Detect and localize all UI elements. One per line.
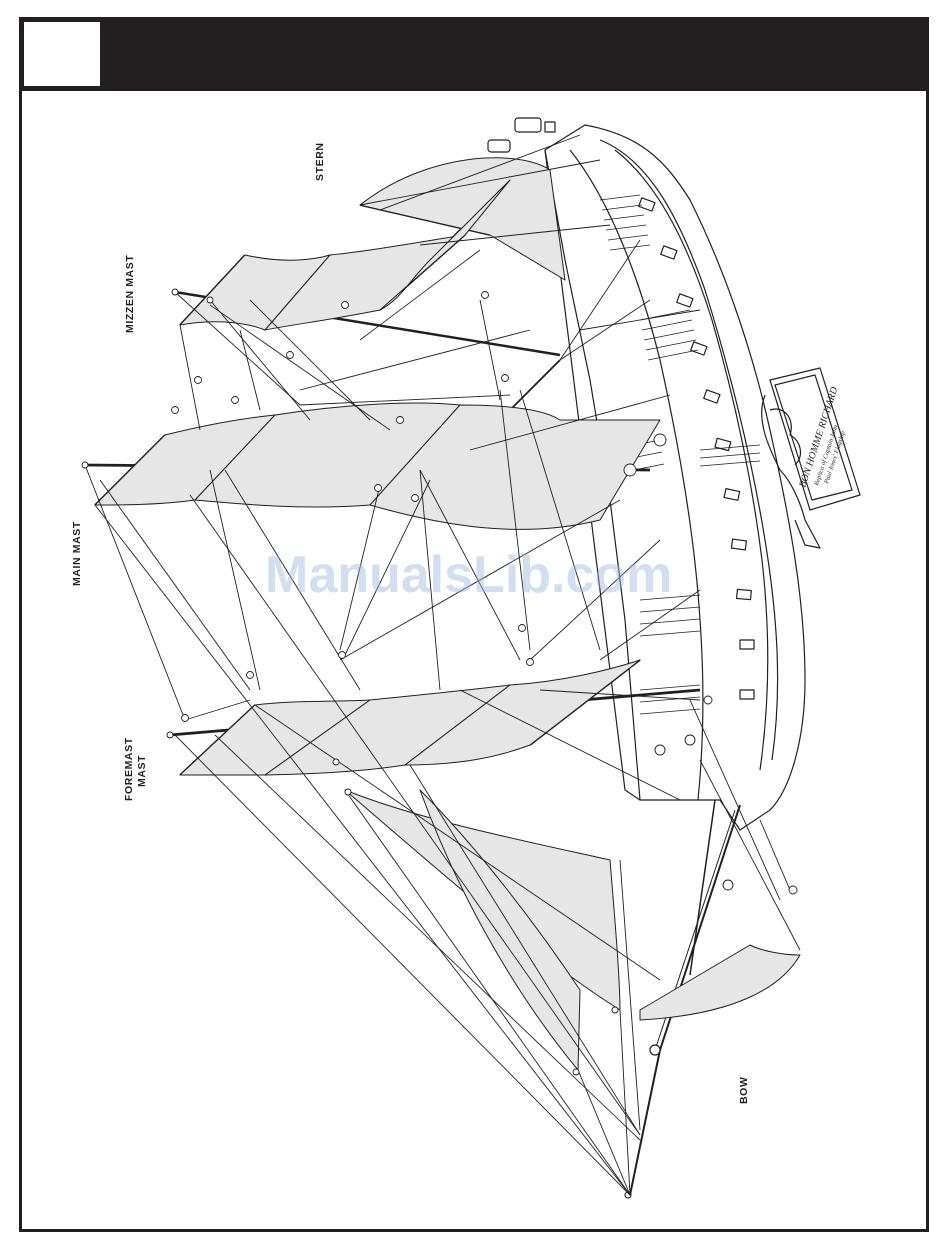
foremast-label-line2: MAST <box>136 755 148 787</box>
stern-label: STERN <box>314 142 326 181</box>
watermark: ManualsLib.com <box>265 545 672 605</box>
mizzen-mast-label: MIZZEN MAST <box>124 255 136 333</box>
foremast-label-line1: FOREMAST <box>123 737 135 801</box>
stern-lanterns <box>488 118 555 152</box>
bow-label: BOW <box>738 1077 750 1104</box>
main-mast-label: MAIN MAST <box>71 521 83 586</box>
